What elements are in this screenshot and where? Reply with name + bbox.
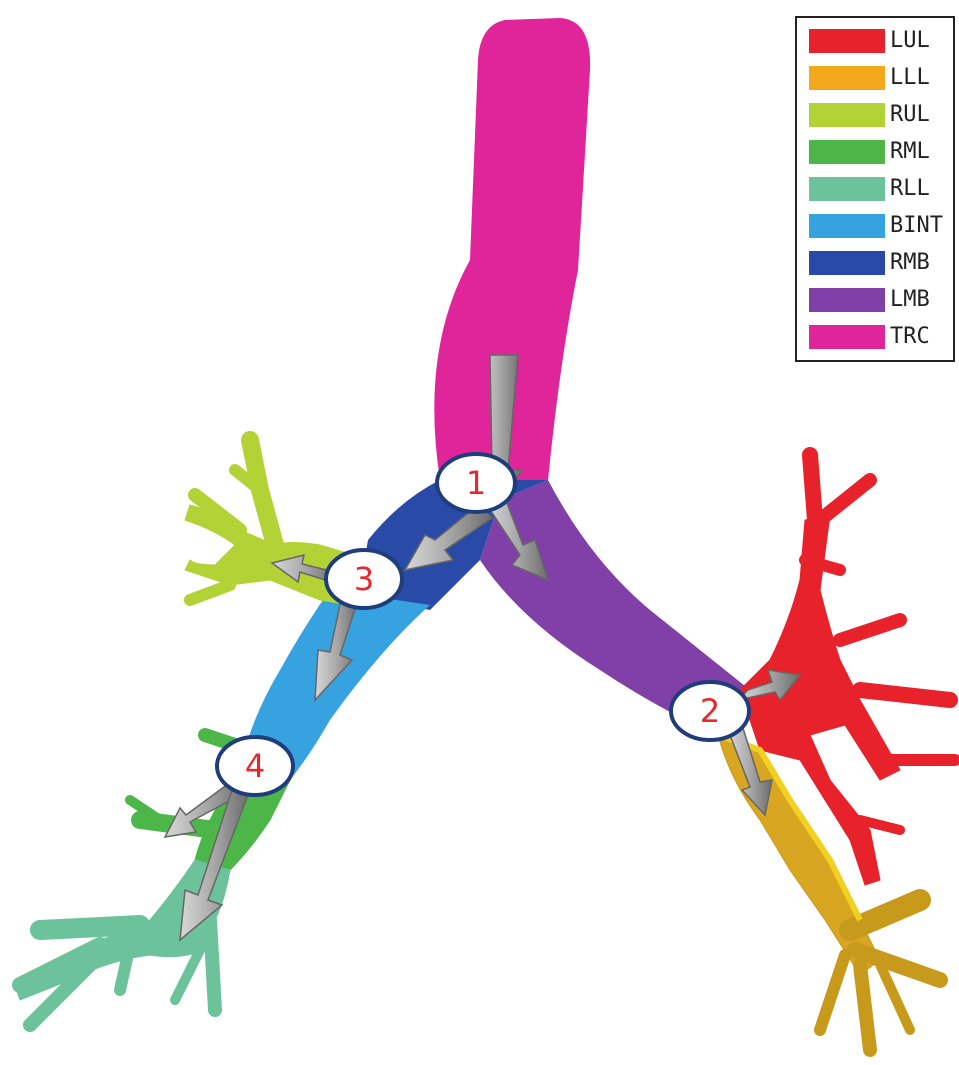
marker-4: 4 [217, 737, 293, 795]
legend-label: RML [890, 137, 930, 167]
legend-item-lul: LUL [809, 26, 955, 56]
legend-label: RMB [890, 248, 930, 278]
legend-label: TRC [890, 322, 930, 352]
legend-swatch [809, 29, 885, 53]
marker-2-label: 2 [700, 692, 720, 730]
legend-swatch [809, 214, 885, 238]
marker-3-label: 3 [354, 560, 374, 598]
legend-item-rml: RML [809, 137, 955, 167]
legend-swatch [809, 177, 885, 201]
legend-swatch [809, 103, 885, 127]
legend: LUL LLL RUL RML RLL BINT RMB LMB TRC [795, 16, 955, 362]
legend-item-lmb: LMB [809, 285, 955, 315]
legend-item-rul: RUL [809, 100, 955, 130]
legend-label: LLL [890, 63, 930, 93]
marker-3: 3 [326, 550, 402, 608]
legend-label: LMB [890, 285, 930, 315]
legend-swatch [809, 251, 885, 275]
marker-1: 1 [437, 454, 515, 512]
legend-label: RUL [890, 100, 930, 130]
marker-4-label: 4 [245, 747, 265, 785]
marker-1-label: 1 [466, 464, 486, 502]
legend-swatch [809, 325, 885, 349]
legend-label: LUL [890, 26, 930, 56]
legend-item-trc: TRC [809, 322, 955, 352]
segment-rll [15, 860, 230, 1025]
legend-item-rll: RLL [809, 174, 955, 204]
marker-2: 2 [671, 682, 749, 740]
legend-item-lll: LLL [809, 63, 955, 93]
legend-item-rmb: RMB [809, 248, 955, 278]
legend-swatch [809, 66, 885, 90]
legend-swatch [809, 288, 885, 312]
legend-label: RLL [890, 174, 930, 204]
legend-item-bint: BINT [809, 211, 955, 241]
legend-swatch [809, 140, 885, 164]
legend-label: BINT [890, 211, 943, 241]
